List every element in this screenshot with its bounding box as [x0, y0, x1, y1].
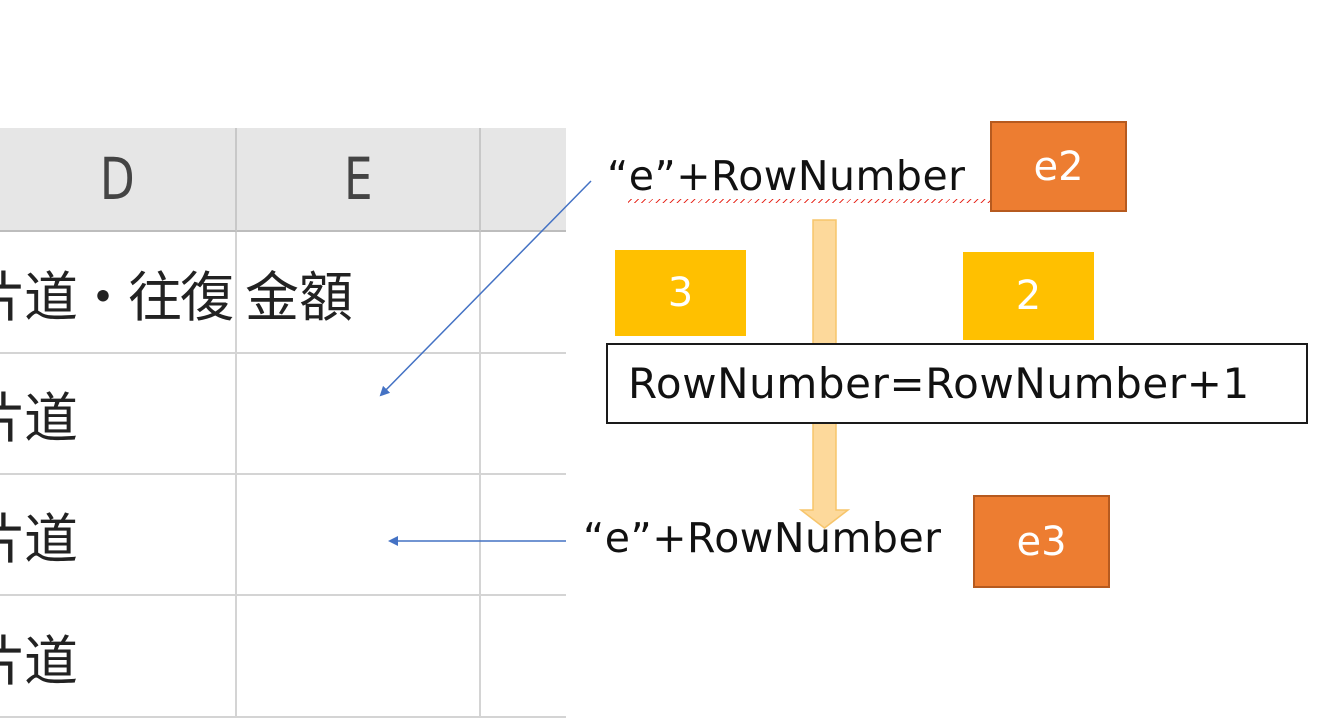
top-formula-label: “e”+RowNumber [607, 152, 966, 200]
spreadsheet-fragment: D E 片道・往復 金額 片道 片道 片道 [0, 128, 566, 718]
cell-d-row-4[interactable]: 片道 [0, 596, 237, 718]
column-header-d-label: D [100, 145, 135, 213]
spellcheck-underline [628, 199, 990, 203]
cell-d-row-2[interactable]: 片道 [0, 354, 237, 475]
cell-e-row-2[interactable] [237, 354, 481, 475]
cell-f-row-2[interactable] [481, 354, 566, 475]
right-step-badge: 2 [963, 252, 1094, 340]
cell-f-row-4[interactable] [481, 596, 566, 718]
left-step-badge-label: 3 [667, 270, 694, 316]
top-result-box: e2 [990, 121, 1127, 212]
increment-statement-box: RowNumber=RowNumber+1 [606, 343, 1308, 424]
column-header-e[interactable]: E [237, 128, 481, 232]
cell-d-text: 片道 [0, 629, 78, 693]
cell-d-text: 片道 [0, 387, 78, 450]
cell-d-text: 片道 [0, 508, 78, 571]
bottom-result-label: e3 [1016, 518, 1067, 565]
column-header-e-label: E [343, 145, 373, 213]
cell-d-text: 片道・往復 [0, 265, 234, 329]
right-step-badge-label: 2 [1015, 273, 1042, 319]
cell-e-header-row[interactable]: 金額 [237, 232, 481, 354]
cell-d-row-3[interactable]: 片道 [0, 475, 237, 596]
top-result-label: e2 [1033, 143, 1084, 190]
bottom-result-box: e3 [973, 495, 1110, 588]
cell-e-row-4[interactable] [237, 596, 481, 718]
cell-e-text: 金額 [245, 265, 353, 329]
increment-statement-text: RowNumber=RowNumber+1 [628, 359, 1250, 408]
column-header-f[interactable] [481, 128, 566, 232]
cell-f-row-3[interactable] [481, 475, 566, 596]
cell-e-row-3[interactable] [237, 475, 481, 596]
cell-f-header-row[interactable] [481, 232, 566, 354]
bottom-formula-label: “e”+RowNumber [583, 514, 942, 562]
cell-d-header-row[interactable]: 片道・往復 [0, 232, 237, 354]
column-header-d[interactable]: D [0, 128, 237, 232]
left-step-badge: 3 [615, 250, 746, 336]
